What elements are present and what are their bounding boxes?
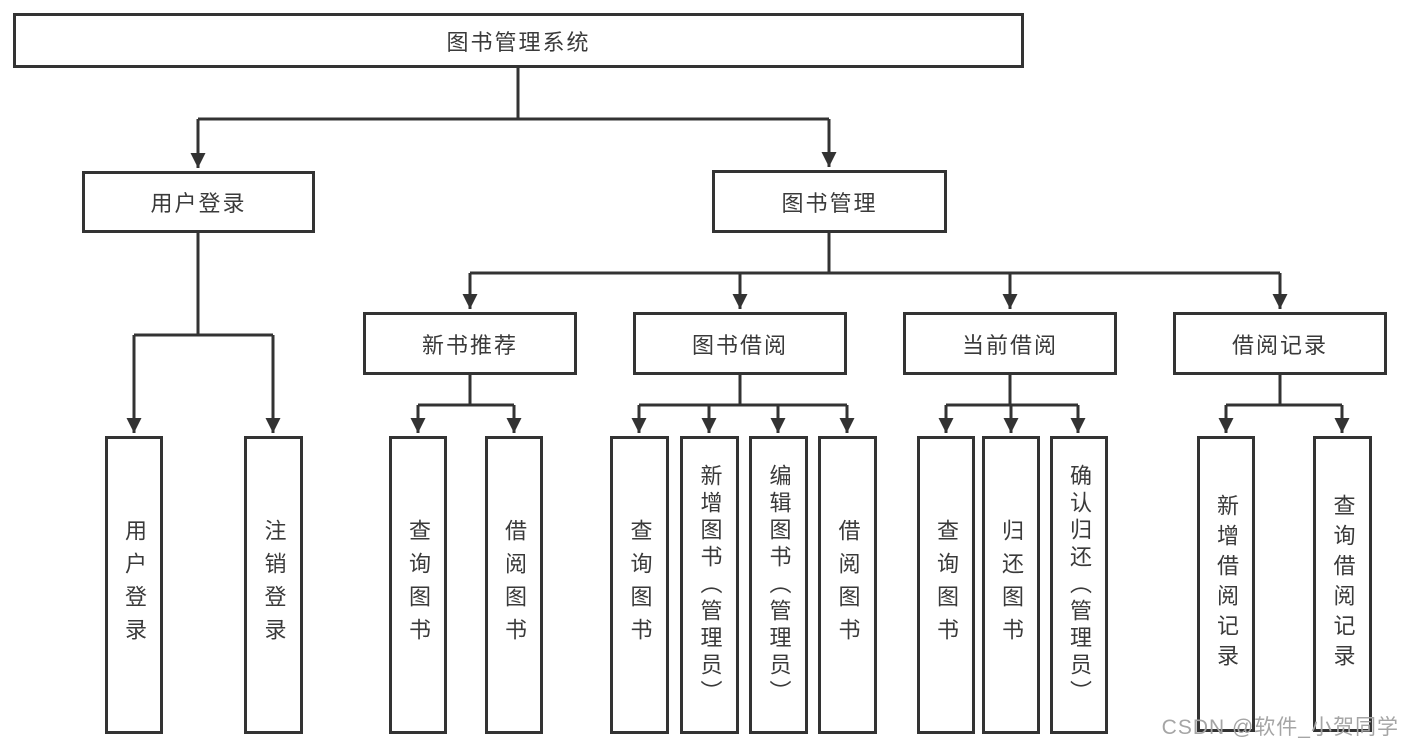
node-book-mgmt: 图书管理 xyxy=(712,170,947,233)
node-leaf-nbr-query-label: 查询图书 xyxy=(406,519,431,651)
node-current-borrow-label: 当前借阅 xyxy=(961,332,1058,358)
connector-bb-bus xyxy=(639,375,847,407)
node-borrow-records-label: 借阅记录 xyxy=(1231,332,1328,358)
node-leaf-cb-return: 归还图书 xyxy=(982,436,1040,734)
node-leaf-bb-add: 新增图书（管理员） xyxy=(680,436,739,734)
connector-book-mgmt-bus xyxy=(470,233,1280,275)
node-new-book-rec-label: 新书推荐 xyxy=(421,332,518,358)
node-new-book-rec: 新书推荐 xyxy=(363,312,577,375)
node-leaf-nbr-borrow: 借阅图书 xyxy=(485,436,543,734)
node-leaf-logout: 注销登录 xyxy=(244,436,303,734)
node-leaf-nbr-borrow-label: 借阅图书 xyxy=(502,519,527,651)
node-leaf-br-add: 新增借阅记录 xyxy=(1197,436,1255,732)
node-leaf-br-query: 查询借阅记录 xyxy=(1313,436,1372,732)
node-borrow-records: 借阅记录 xyxy=(1173,312,1387,375)
node-user-login-label: 用户登录 xyxy=(150,191,247,216)
connector-user-login-bus xyxy=(134,233,273,337)
connector-group xyxy=(126,68,1350,433)
node-leaf-cb-query-label: 查询图书 xyxy=(934,519,959,651)
node-leaf-cb-confirm-label: 确认归还（管理员） xyxy=(1067,463,1092,707)
node-root: 图书管理系统 xyxy=(13,13,1024,68)
connector-br-bus xyxy=(1226,375,1342,407)
node-user-login: 用户登录 xyxy=(82,171,315,233)
node-book-mgmt-label: 图书管理 xyxy=(781,190,878,216)
connector-nbr-bus xyxy=(418,375,514,407)
node-leaf-cb-return-label: 归还图书 xyxy=(999,519,1024,651)
node-leaf-logout-label: 注销登录 xyxy=(261,519,287,651)
node-current-borrow: 当前借阅 xyxy=(903,312,1117,375)
node-leaf-cb-query: 查询图书 xyxy=(917,436,975,734)
node-leaf-bb-query-label: 查询图书 xyxy=(627,519,653,651)
connector-root-bus xyxy=(198,68,829,121)
node-leaf-nbr-query: 查询图书 xyxy=(389,436,447,734)
node-leaf-br-query-label: 查询借阅记录 xyxy=(1330,494,1356,674)
node-leaf-bb-query: 查询图书 xyxy=(610,436,669,734)
node-leaf-cb-confirm: 确认归还（管理员） xyxy=(1050,436,1108,734)
node-leaf-bb-borrow: 借阅图书 xyxy=(818,436,877,734)
node-leaf-br-add-label: 新增借阅记录 xyxy=(1214,494,1239,674)
node-leaf-bb-edit: 编辑图书（管理员） xyxy=(749,436,808,734)
node-book-borrow: 图书借阅 xyxy=(633,312,847,375)
node-leaf-bb-edit-label: 编辑图书（管理员） xyxy=(766,463,792,707)
node-leaf-user-login-label: 用户登录 xyxy=(122,519,147,651)
node-leaf-bb-add-label: 新增图书（管理员） xyxy=(697,463,723,707)
node-leaf-user-login: 用户登录 xyxy=(105,436,163,734)
node-book-borrow-label: 图书借阅 xyxy=(691,332,788,358)
node-root-label: 图书管理系统 xyxy=(446,29,591,55)
watermark: CSDN @软件_小贺同学 xyxy=(1161,716,1399,739)
connector-cb-bus xyxy=(946,375,1078,407)
node-leaf-bb-borrow-label: 借阅图书 xyxy=(835,519,861,651)
